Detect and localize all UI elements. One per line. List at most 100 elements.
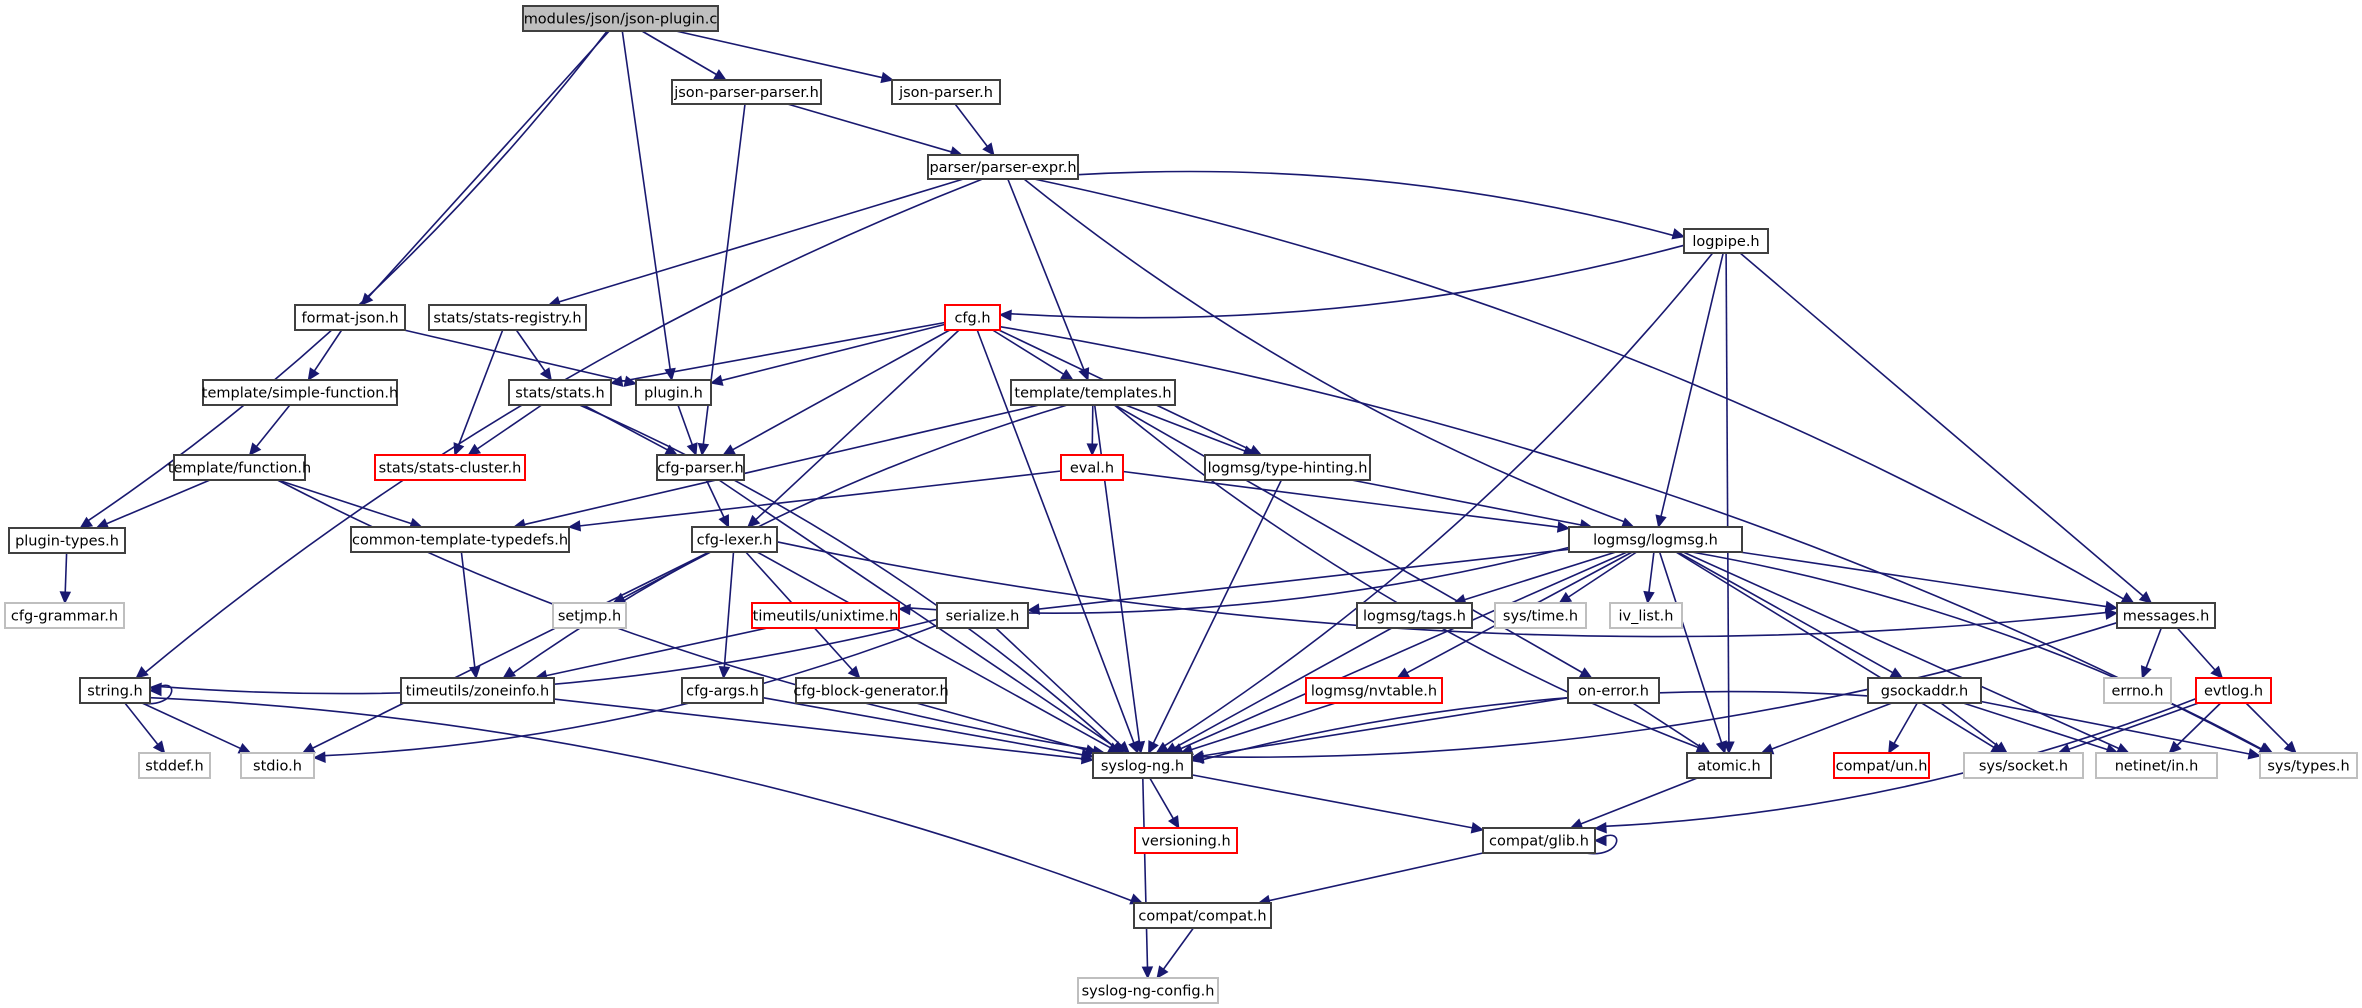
node-cfg-block-generator[interactable]: cfg-block-generator.h xyxy=(793,677,949,704)
node-cfg-lexer[interactable]: cfg-lexer.h xyxy=(691,526,778,553)
node-box[interactable] xyxy=(891,79,1001,105)
node-box[interactable] xyxy=(1963,752,2084,779)
node-box[interactable] xyxy=(1482,827,1596,854)
node-box[interactable] xyxy=(4,602,125,629)
node-box[interactable] xyxy=(1686,752,1772,779)
node-cfg-parser[interactable]: cfg-parser.h xyxy=(656,454,745,481)
node-box[interactable] xyxy=(350,526,570,553)
node-function[interactable]: template/function.h xyxy=(168,454,311,481)
node-box[interactable] xyxy=(691,526,778,553)
node-box[interactable] xyxy=(374,454,526,481)
node-stats-registry[interactable]: stats/stats-registry.h xyxy=(428,304,587,331)
node-templates[interactable]: template/templates.h xyxy=(1010,379,1176,406)
node-sys-time[interactable]: sys/time.h xyxy=(1494,602,1587,629)
node-box[interactable] xyxy=(1494,602,1587,629)
node-box[interactable] xyxy=(944,304,1001,331)
node-gsockaddr[interactable]: gsockaddr.h xyxy=(1867,677,1982,704)
node-box[interactable] xyxy=(1833,752,1930,779)
node-box[interactable] xyxy=(656,454,745,481)
node-box[interactable] xyxy=(795,677,947,704)
node-box[interactable] xyxy=(1683,228,1769,254)
node-unixtime[interactable]: timeutils/unixtime.h xyxy=(751,602,900,629)
node-cfg[interactable]: cfg.h xyxy=(944,304,1001,331)
node-tags[interactable]: logmsg/tags.h xyxy=(1356,602,1473,629)
node-box[interactable] xyxy=(173,454,306,481)
node-box[interactable] xyxy=(138,752,211,779)
node-iv-list[interactable]: iv_list.h xyxy=(1609,602,1683,629)
node-parser-expr[interactable]: parser/parser-expr.h xyxy=(927,154,1079,180)
node-box[interactable] xyxy=(936,602,1029,629)
node-box[interactable] xyxy=(1567,677,1660,704)
node-compat-glib[interactable]: compat/glib.h xyxy=(1482,827,1596,854)
node-box[interactable] xyxy=(671,79,822,105)
node-eval[interactable]: eval.h xyxy=(1060,454,1124,481)
node-sys-socket[interactable]: sys/socket.h xyxy=(1963,752,2084,779)
node-serialize[interactable]: serialize.h xyxy=(936,602,1029,629)
node-box[interactable] xyxy=(400,677,555,704)
node-versioning[interactable]: versioning.h xyxy=(1134,827,1238,854)
node-box[interactable] xyxy=(240,752,315,779)
node-box[interactable] xyxy=(428,304,587,331)
node-box[interactable] xyxy=(1010,379,1176,406)
node-box[interactable] xyxy=(202,379,398,406)
node-type-hinting[interactable]: logmsg/type-hinting.h xyxy=(1204,454,1371,481)
node-box[interactable] xyxy=(1609,602,1683,629)
node-logpipe[interactable]: logpipe.h xyxy=(1683,228,1769,254)
node-errno[interactable]: errno.h xyxy=(2103,677,2172,704)
node-box[interactable] xyxy=(8,527,126,554)
node-string[interactable]: string.h xyxy=(79,677,151,704)
node-box[interactable] xyxy=(1060,454,1124,481)
node-box[interactable] xyxy=(552,602,627,629)
node-simple-function[interactable]: template/simple-function.h xyxy=(202,379,398,406)
node-compat-un[interactable]: compat/un.h xyxy=(1833,752,1930,779)
node-on-error[interactable]: on-error.h xyxy=(1567,677,1660,704)
node-setjmp[interactable]: setjmp.h xyxy=(552,602,627,629)
node-syslog-ng[interactable]: syslog-ng.h xyxy=(1092,752,1193,779)
node-cfg-grammar[interactable]: cfg-grammar.h xyxy=(4,602,125,629)
node-box[interactable] xyxy=(522,5,719,32)
node-atomic[interactable]: atomic.h xyxy=(1686,752,1772,779)
node-box[interactable] xyxy=(1204,454,1371,481)
node-json-plugin[interactable]: modules/json/json-plugin.c xyxy=(522,5,719,32)
node-box[interactable] xyxy=(2195,677,2272,704)
node-box[interactable] xyxy=(751,602,900,629)
node-logmsg[interactable]: logmsg/logmsg.h xyxy=(1568,526,1743,553)
node-box[interactable] xyxy=(1077,977,1219,1004)
node-syslog-ng-config[interactable]: syslog-ng-config.h xyxy=(1077,977,1219,1004)
node-plugin[interactable]: plugin.h xyxy=(635,379,712,406)
node-box[interactable] xyxy=(508,379,612,406)
node-sys-types[interactable]: sys/types.h xyxy=(2259,752,2358,779)
node-box[interactable] xyxy=(79,677,151,704)
node-format-json[interactable]: format-json.h xyxy=(294,304,406,331)
node-messages[interactable]: messages.h xyxy=(2116,602,2216,629)
node-box[interactable] xyxy=(681,677,764,704)
node-plugin-types[interactable]: plugin-types.h xyxy=(8,527,126,554)
node-evtlog[interactable]: evtlog.h xyxy=(2195,677,2272,704)
node-stddef[interactable]: stddef.h xyxy=(138,752,211,779)
node-stats[interactable]: stats/stats.h xyxy=(508,379,612,406)
node-box[interactable] xyxy=(2103,677,2172,704)
node-box[interactable] xyxy=(1356,602,1473,629)
node-box[interactable] xyxy=(2095,752,2218,779)
node-netinet-in[interactable]: netinet/in.h xyxy=(2095,752,2218,779)
node-box[interactable] xyxy=(635,379,712,406)
node-box[interactable] xyxy=(1305,677,1443,704)
node-nvtable[interactable]: logmsg/nvtable.h xyxy=(1305,677,1443,704)
node-box[interactable] xyxy=(1092,752,1193,779)
node-box[interactable] xyxy=(294,304,406,331)
node-json-parser-parser[interactable]: json-parser-parser.h xyxy=(671,79,822,105)
node-stdio[interactable]: stdio.h xyxy=(240,752,315,779)
node-box[interactable] xyxy=(2116,602,2216,629)
node-compat-compat[interactable]: compat/compat.h xyxy=(1133,902,1272,929)
node-cfg-args[interactable]: cfg-args.h xyxy=(681,677,764,704)
node-stats-cluster[interactable]: stats/stats-cluster.h xyxy=(374,454,526,481)
node-json-parser[interactable]: json-parser.h xyxy=(891,79,1001,105)
node-box[interactable] xyxy=(2259,752,2358,779)
node-box[interactable] xyxy=(1133,902,1272,929)
node-box[interactable] xyxy=(1568,526,1743,553)
node-box[interactable] xyxy=(1867,677,1982,704)
node-zoneinfo[interactable]: timeutils/zoneinfo.h xyxy=(400,677,555,704)
node-box[interactable] xyxy=(927,154,1079,180)
node-box[interactable] xyxy=(1134,827,1238,854)
node-common-template-typedefs[interactable]: common-template-typedefs.h xyxy=(350,526,570,553)
